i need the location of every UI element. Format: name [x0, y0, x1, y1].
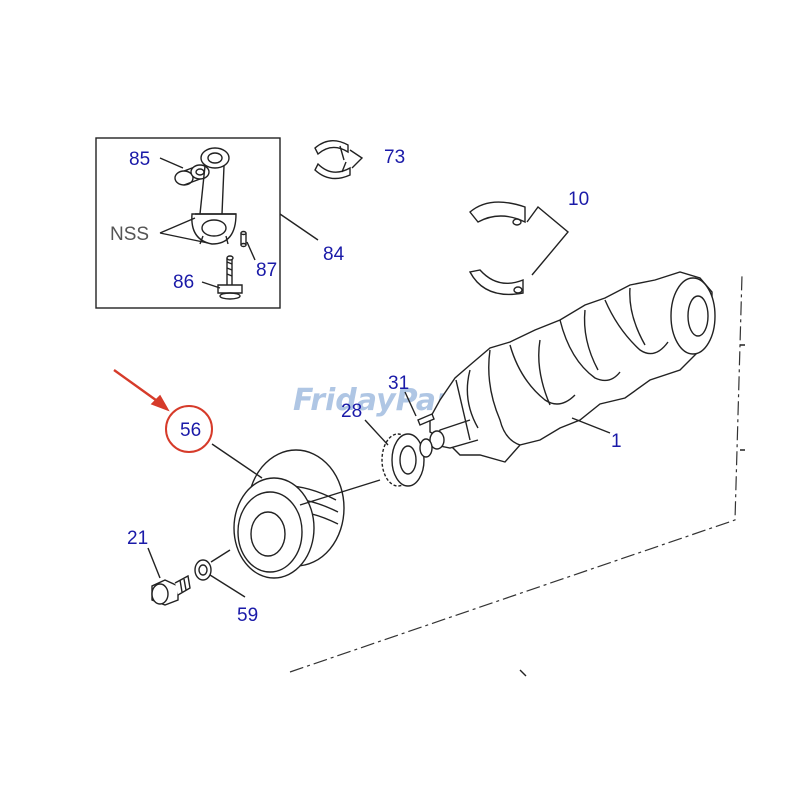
label-10: 10	[568, 189, 589, 210]
pulley-56	[211, 443, 381, 579]
key-31	[404, 391, 435, 426]
label-86: 86	[173, 272, 194, 293]
label-31: 31	[388, 373, 409, 394]
dowel-87	[240, 230, 247, 248]
connecting-rod	[191, 147, 237, 245]
label-87: 87	[256, 260, 277, 281]
label-73: 73	[384, 147, 405, 168]
main-bearing-10	[468, 201, 569, 296]
inset-box	[95, 137, 281, 309]
rod-bearing-73	[314, 140, 364, 180]
crankshaft-1	[429, 271, 716, 463]
red-arrow	[113, 369, 170, 412]
gear-28	[364, 419, 433, 487]
washer-59	[194, 549, 246, 598]
label-56: 56	[180, 420, 201, 441]
bolt-21	[147, 547, 191, 606]
label-84: 84	[323, 244, 345, 265]
label-85: 85	[129, 149, 150, 170]
label-21: 21	[127, 528, 148, 549]
label-28: 28	[341, 401, 362, 422]
highlight-circle	[165, 405, 213, 453]
label-1: 1	[611, 431, 622, 452]
label-nss: NSS	[110, 224, 149, 245]
label-59: 59	[237, 605, 258, 626]
connecting-rod-inset	[95, 137, 319, 309]
bolt-86	[217, 255, 243, 300]
block-outline	[289, 274, 743, 673]
